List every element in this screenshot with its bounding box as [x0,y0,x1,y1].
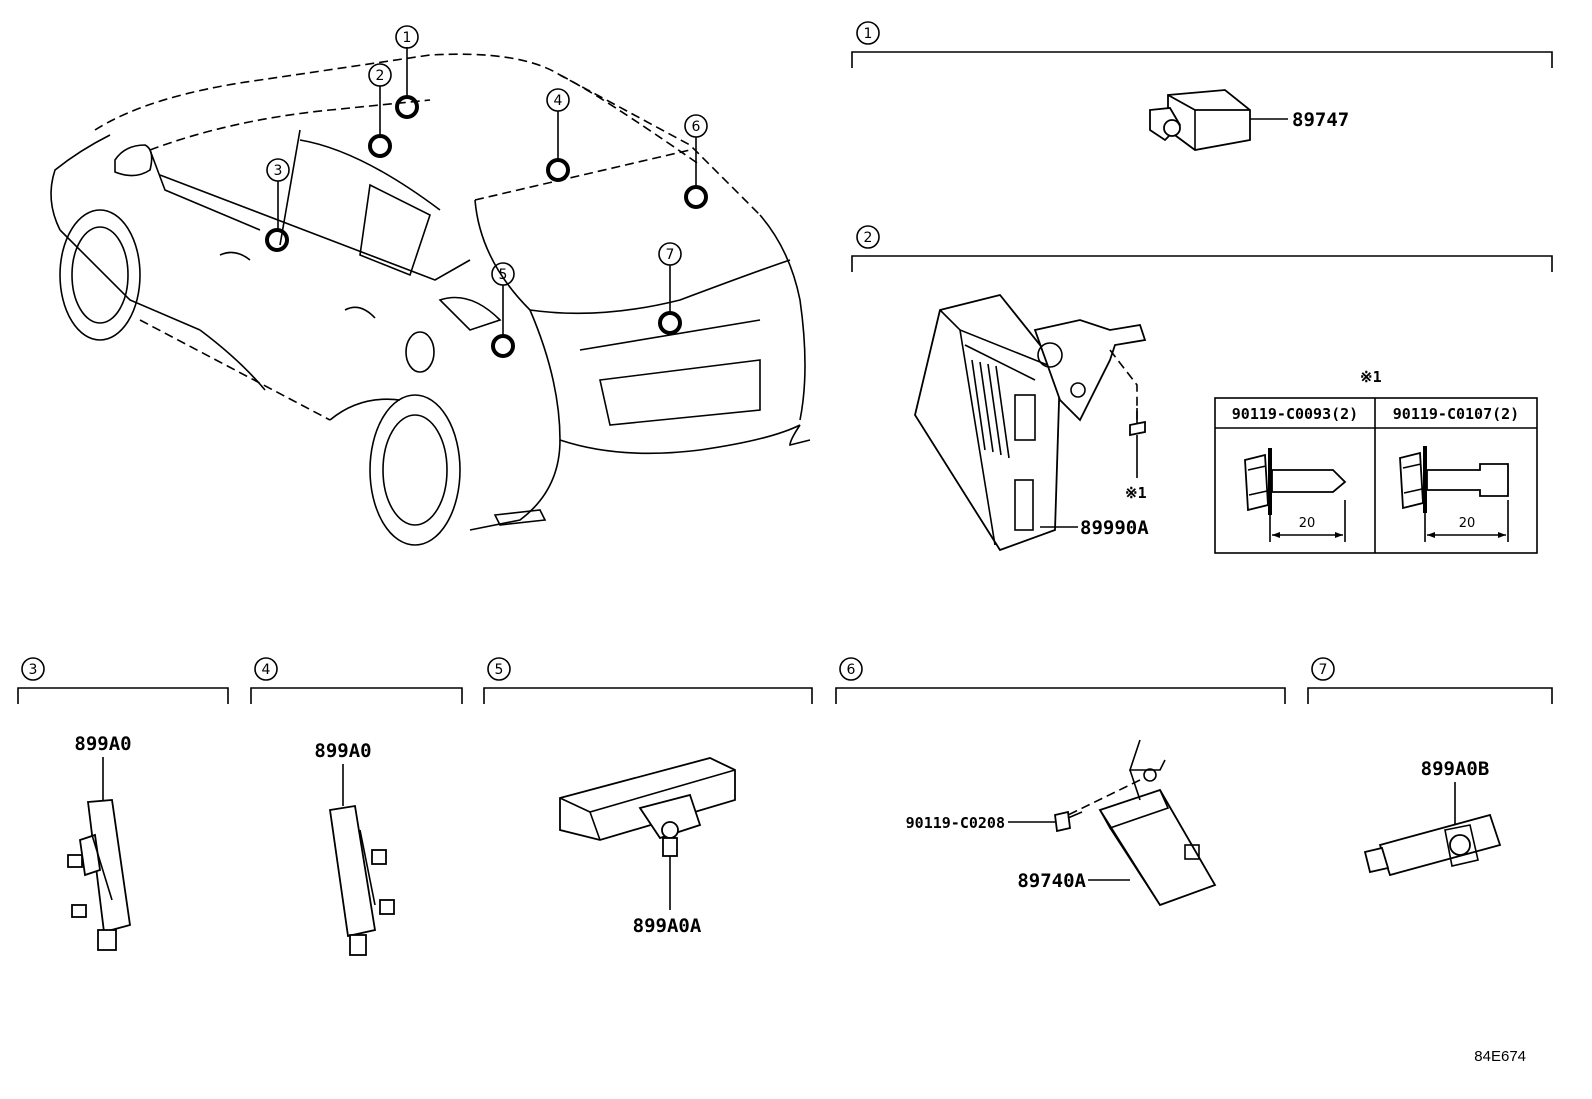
part-number-899A0-s3: 899A0 [74,733,131,755]
part-number-89747: 89747 [1292,109,1349,131]
part-number-89990A: 89990A [1080,517,1149,539]
callout-7: 7 [666,247,675,263]
svg-text:7: 7 [1319,662,1328,678]
bolt-1-dim: 20 [1299,516,1316,531]
callout-2: 2 [376,68,385,84]
part-899A0A-illustration [559,757,736,857]
svg-text:4: 4 [262,662,271,678]
bolt-2-illustration: 20 [1399,446,1509,542]
svg-text:6: 6 [847,662,856,678]
bolt-2-dim: 20 [1459,516,1476,531]
bolt-header-2: 90119-C0107(2) [1393,405,1519,423]
section-5: 5 899A0A [483,657,813,937]
section-4: 4 899A0 [250,657,463,956]
part-number-89740A: 89740A [1017,870,1086,892]
callout-6: 6 [692,119,701,135]
callout-3: 3 [274,163,283,179]
vehicle-illustration [50,53,811,546]
part-899A0-s3-illustration [67,799,132,951]
section-6: 6 90119-C0208 89740A [835,657,1286,907]
part-number-90119-C0208: 90119-C0208 [906,814,1005,832]
svg-text:5: 5 [495,662,504,678]
part-number-899A0-s4: 899A0 [314,740,371,762]
bolt-1-illustration: 20 [1244,448,1347,542]
part-89747-illustration [1149,89,1251,151]
svg-text:3: 3 [29,662,38,678]
section-7: 7 899A0B [1307,657,1553,877]
part-89990A-illustration [914,293,1147,552]
section-1: 1 89747 [851,21,1553,151]
bolt-header-1: 90119-C0093(2) [1232,405,1358,423]
bolt-90119-C0208-icon [1054,810,1083,833]
part-number-899A0B: 899A0B [1421,758,1490,780]
callout-4: 4 [554,93,563,109]
bolt-table-ref: ※1 [1360,368,1382,386]
callout-5: 5 [499,267,508,283]
diagram-code: 84E674 [1474,1048,1526,1065]
part-89740A-illustration [1098,739,1217,907]
section-3: 3 899A0 [17,657,229,951]
callout-1: 1 [403,30,412,46]
section-2: 2 ※1 89990A ※1 [851,225,1553,554]
bolt-table: 90119-C0093(2) 90119-C0107(2) 20 [1214,397,1538,554]
vehicle-callouts: 1 2 3 4 6 5 7 [265,25,708,358]
bolt-ref-label: ※1 [1125,484,1147,502]
svg-text:2: 2 [864,230,873,246]
svg-text:1: 1 [864,26,873,42]
part-899A0-s4-illustration [328,804,395,956]
part-899A0B-illustration [1363,813,1502,877]
part-number-899A0A: 899A0A [633,915,702,937]
bolt-icon [1129,408,1146,437]
